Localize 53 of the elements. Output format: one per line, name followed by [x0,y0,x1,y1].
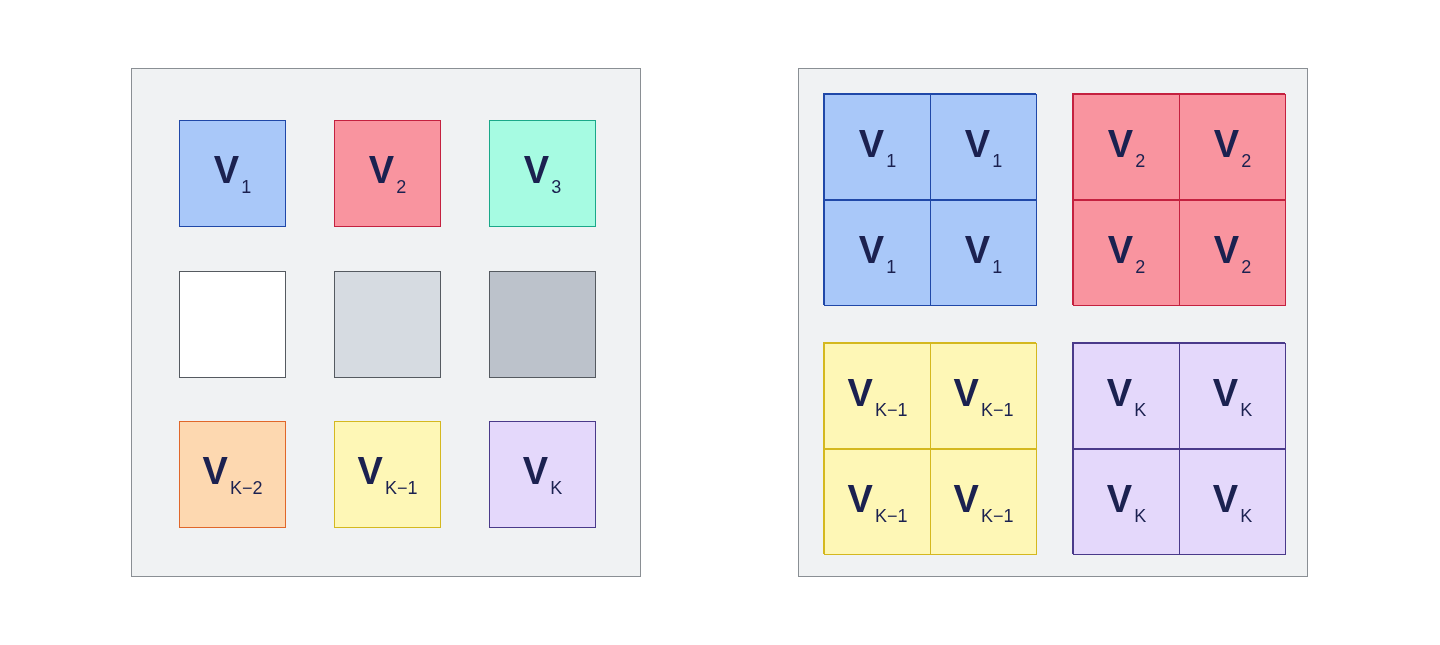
tile-label: V$_{K−1}$ [847,373,908,419]
tile-label: V$_{1}$ [964,230,1003,276]
panel [798,68,1308,577]
tile-label: V$_{K}$ [1106,479,1147,525]
tile-group [823,93,1036,305]
tile-label: V$_{K−1}$ [847,479,908,525]
tile [1179,343,1286,449]
tile-label: V$_{K−1}$ [953,479,1014,525]
tile [824,449,931,555]
tile-label: V$_{K−1}$ [357,452,418,497]
tile-label: V$_{1}$ [858,230,897,276]
empty-tile [179,271,286,378]
tile [1073,449,1180,555]
panel [131,68,641,577]
tile-group [1072,342,1285,554]
tile-label: V$_{K}$ [1212,373,1253,419]
tile-label: V$_{K}$ [1212,479,1253,525]
tile [930,94,1037,200]
tile-label: V$_{2}$ [1107,124,1146,170]
tile-label: V$_{K−2}$ [202,452,263,497]
tile-label: V$_{2}$ [1213,124,1252,170]
tile-group [1072,93,1285,305]
tile [1179,200,1286,306]
tile [179,421,286,528]
empty-tile [489,271,596,378]
tile [824,94,931,200]
tile [1179,94,1286,200]
tile-label: V$_{2}$ [1213,230,1252,276]
tile [489,120,596,227]
tile [824,343,931,449]
tile [179,120,286,227]
tile-label: V$_{1}$ [858,124,897,170]
tile [1073,343,1180,449]
tile [824,200,931,306]
tile [930,449,1037,555]
tile-group [823,342,1036,554]
tile [334,120,441,227]
tile [334,421,441,528]
tile [1073,200,1180,306]
tile [930,343,1037,449]
tile-label: V$_{K}$ [1106,373,1147,419]
tile [1179,449,1286,555]
tile-label: V$_{K−1}$ [953,373,1014,419]
tile [489,421,596,528]
tile-label: V$_{2}$ [1107,230,1146,276]
empty-tile [334,271,441,378]
tile-label: V$_{1}$ [964,124,1003,170]
tile-label: V$_{2}$ [368,151,407,196]
tile [930,200,1037,306]
tile-label: V$_{3}$ [523,151,562,196]
tile-label: V$_{K}$ [522,452,563,497]
tile [1073,94,1180,200]
tile-label: V$_{1}$ [213,151,252,196]
